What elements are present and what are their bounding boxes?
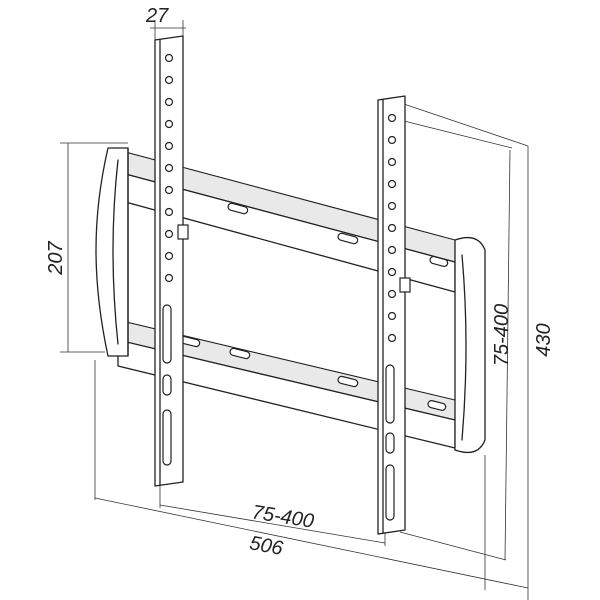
label-vesa-vertical: 75-400: [491, 304, 513, 366]
right-arm: [377, 95, 411, 535]
dim-line-vesa-vertical: [504, 149, 511, 561]
dim-line-overall-width: [94, 497, 529, 589]
left-end-cap: [95, 147, 129, 357]
left-arm-holes: [164, 53, 174, 283]
right-arm-clip: [399, 277, 411, 293]
right-end-cap: [454, 236, 486, 454]
left-arm: [154, 35, 189, 487]
dimension-lines: [60, 20, 529, 600]
label-arm-width: 27: [145, 5, 169, 27]
dim-line-vesa-horizontal: [159, 504, 386, 544]
left-arm-slots: [162, 304, 172, 466]
label-height-left: 207: [45, 240, 67, 275]
label-overall-height: 430: [533, 323, 555, 356]
rail-slots: [179, 202, 449, 411]
right-arm-slots: [385, 364, 395, 521]
left-arm-clip: [177, 224, 189, 240]
label-vesa-horizontal: 75-400: [250, 501, 315, 532]
right-arm-holes: [387, 113, 397, 343]
